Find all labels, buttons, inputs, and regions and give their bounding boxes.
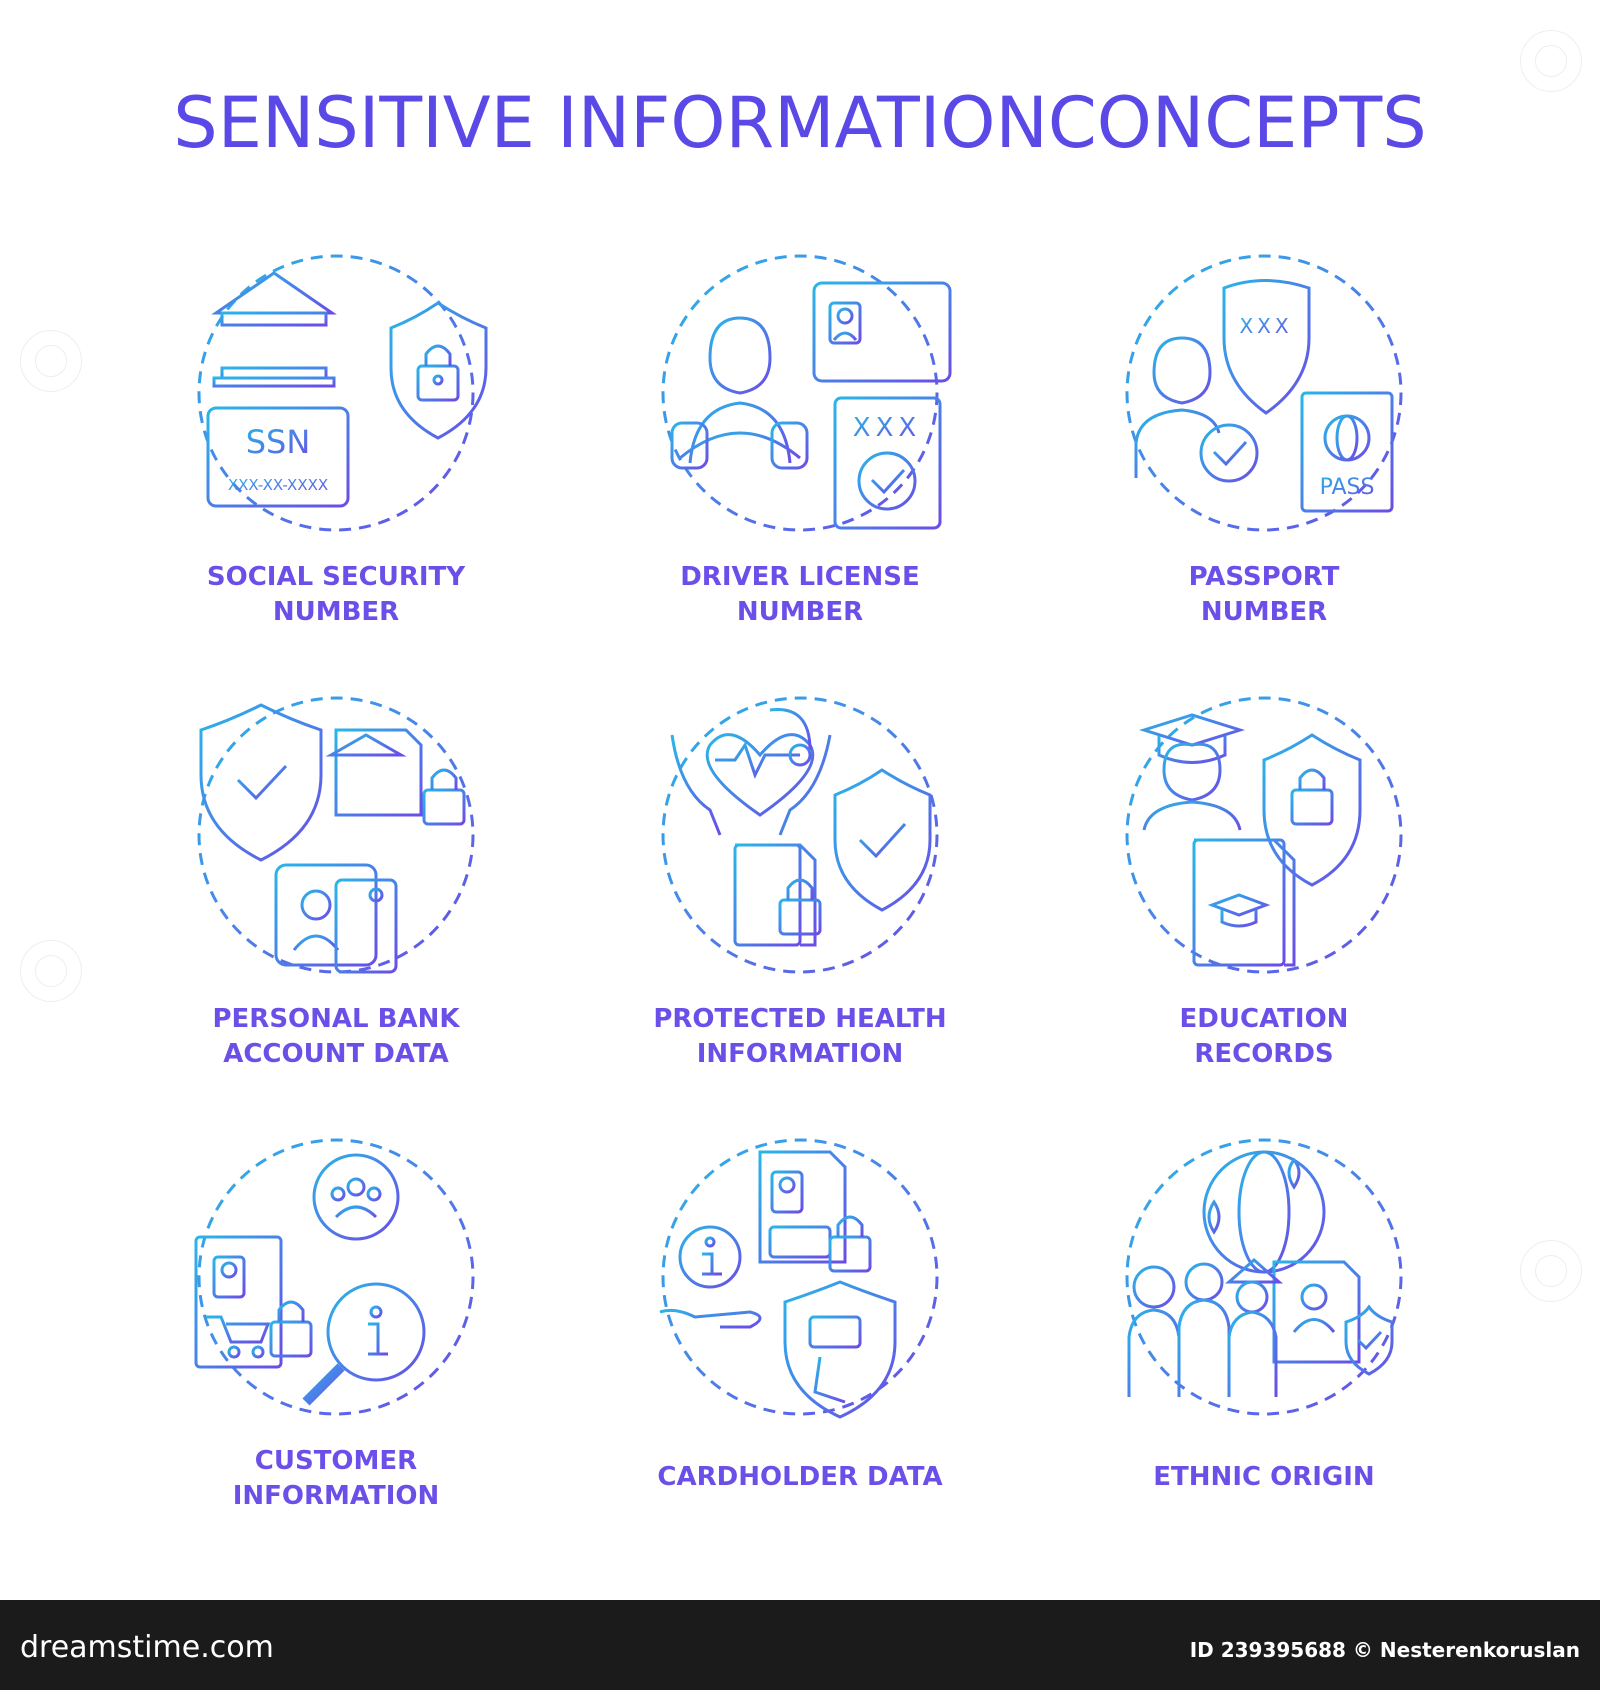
concept-ethnic-origin: ETHNIC ORIGIN (1064, 1138, 1464, 1562)
watermark-icon (1520, 1240, 1582, 1302)
education-records-icon (1125, 696, 1403, 974)
cardholder-data-icon (659, 1138, 939, 1419)
label-ethnic-origin: ETHNIC ORIGIN (1153, 1462, 1375, 1492)
customer-info-icon (194, 1138, 475, 1416)
passport-mask: XXX (1239, 314, 1292, 338)
passport-icon: XXX PASS (1125, 254, 1403, 532)
footer-bar: dreamstime.com ID 239395688 © Nesterenko… (0, 1600, 1600, 1690)
ethnic-origin-icon (1125, 1138, 1403, 1416)
pass-text: PASS (1320, 475, 1375, 500)
watermark-icon (20, 330, 82, 392)
footer-credit: ID 239395688 © Nesterenkoruslan (1189, 1638, 1580, 1662)
ssn-icon: SSN XXX-XX-XXXX (197, 254, 488, 532)
watermark-icon (1520, 30, 1582, 92)
concept-cardholder-data: CARDHOLDER DATA (600, 1138, 1000, 1562)
bank-account-icon (197, 696, 475, 974)
ssn-text: SSN (246, 423, 311, 461)
watermark-icon (20, 940, 82, 1002)
ssn-mask: XXX-XX-XXXX (228, 476, 328, 494)
footer-brand[interactable]: dreamstime.com (20, 1630, 274, 1665)
label-cardholder-data: CARDHOLDER DATA (657, 1462, 943, 1492)
page-title: SENSITIVE INFORMATIONCONCEPTS (173, 82, 1427, 164)
driver-license-mask: XXX (853, 413, 921, 443)
health-info-icon (661, 696, 939, 974)
driver-license-icon: XXX (661, 254, 952, 532)
